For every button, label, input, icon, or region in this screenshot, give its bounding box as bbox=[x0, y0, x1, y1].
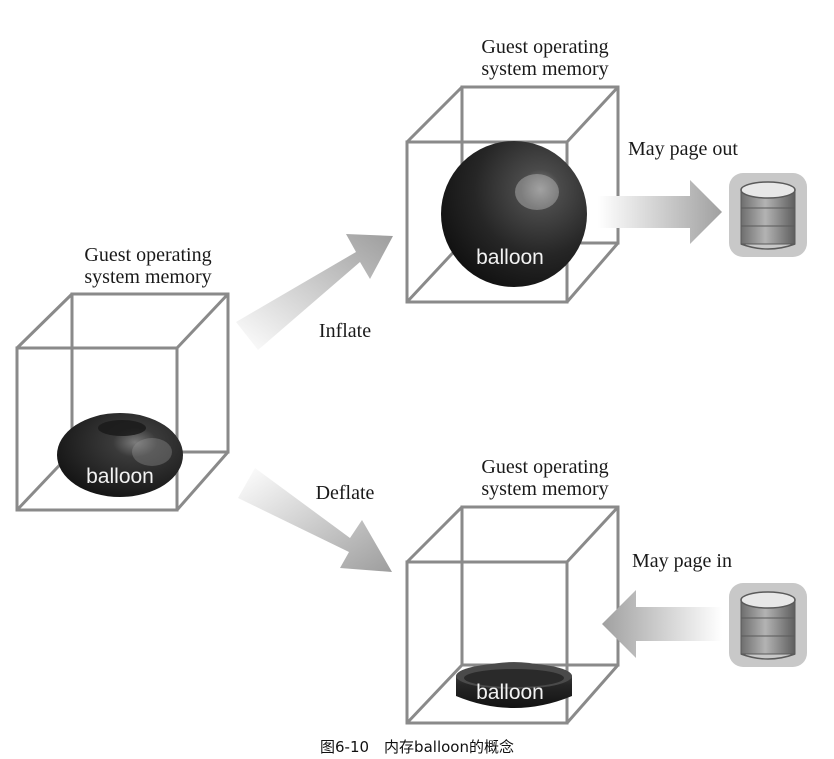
deflate-label: Deflate bbox=[315, 482, 375, 504]
top-balloon-label: balloon bbox=[476, 246, 544, 269]
may-page-out-label: May page out bbox=[628, 138, 738, 160]
may-page-in-label: May page in bbox=[632, 550, 732, 572]
left-balloon-label: balloon bbox=[86, 465, 154, 488]
page-in-arrow bbox=[602, 590, 722, 658]
bottom-balloon bbox=[456, 662, 572, 708]
disk-storage-icon-bottom bbox=[729, 583, 807, 667]
top-balloon bbox=[441, 141, 587, 287]
top-memory-label: Guest operating system memory bbox=[481, 36, 609, 80]
page-out-arrow bbox=[598, 180, 722, 244]
inflate-arrow bbox=[236, 234, 393, 350]
bottom-memory-label: Guest operating system memory bbox=[481, 456, 609, 500]
disk-storage-icon-top bbox=[729, 173, 807, 257]
deflate-arrow bbox=[238, 468, 392, 572]
inflate-label: Inflate bbox=[318, 320, 372, 342]
bottom-balloon-label: balloon bbox=[476, 681, 544, 704]
figure-caption: 图6-10 内存balloon的概念 bbox=[320, 738, 514, 756]
left-balloon bbox=[57, 413, 183, 497]
left-memory-label: Guest operating system memory bbox=[84, 244, 212, 288]
